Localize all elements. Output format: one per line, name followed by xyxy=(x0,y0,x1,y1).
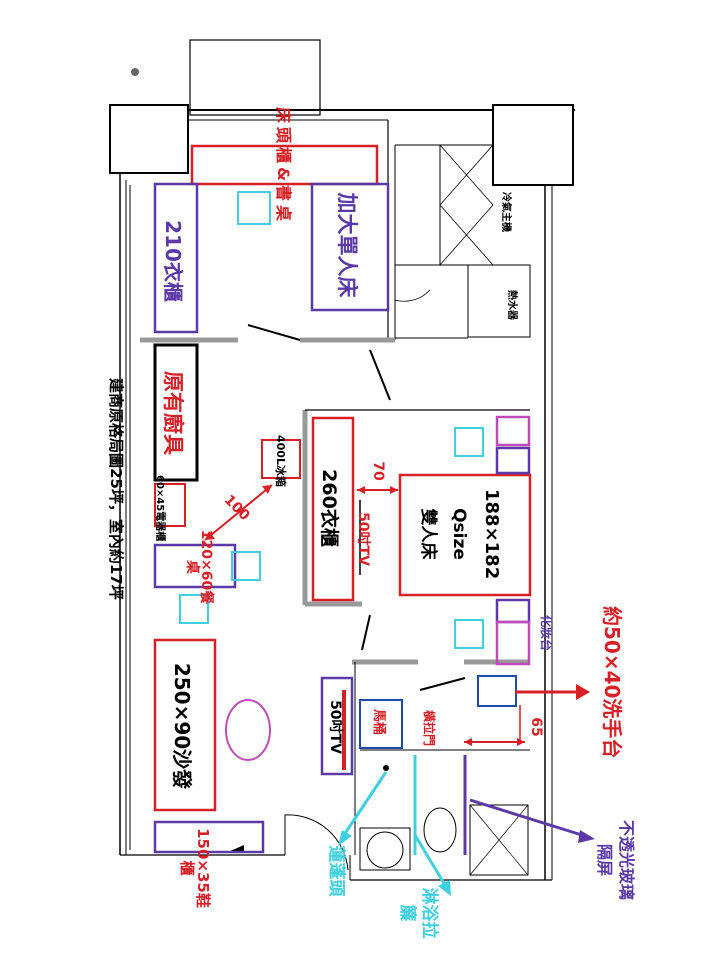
wardrobe-260-label: 260衣櫃 xyxy=(318,469,340,547)
toilet-bowl xyxy=(423,807,457,853)
kitchen-box xyxy=(153,343,199,482)
toilet-label: 馬桶 xyxy=(371,708,386,735)
basin-box xyxy=(477,675,517,707)
queen-bed-name-label: 雙人床 xyxy=(418,508,438,560)
shower-curtain-label: 淋浴拉簾 xyxy=(397,887,439,939)
tv-top-label: 50吋TV xyxy=(355,512,371,566)
fridge-label: 400L冰箱 xyxy=(274,435,287,487)
sofa-label: 250×90沙發 xyxy=(170,662,194,790)
shower-drain xyxy=(366,831,404,869)
wardrobe-210-label: 210衣櫃 xyxy=(161,220,185,302)
headboard-label: 床頭櫃&書桌 xyxy=(274,107,293,225)
extra-bed-label: 加大單人床 xyxy=(335,192,359,298)
balcony xyxy=(189,39,321,116)
ac-label: 冷氣主機 xyxy=(500,192,511,232)
appliance-label: 60×45電器櫃 xyxy=(154,475,165,542)
sliding-door-label: 橫拉門 xyxy=(422,709,436,746)
shoe-label: 150×35鞋櫃 xyxy=(178,828,212,908)
sink-right xyxy=(469,804,529,876)
appliance-box xyxy=(154,483,186,527)
glass-label: 不透光玻璃隔屏 xyxy=(595,819,636,900)
extra-bed-box xyxy=(310,182,390,312)
water-heater-label: 熱水器 xyxy=(506,290,517,320)
bedside-square-top xyxy=(237,191,271,225)
wardrobe-260-box xyxy=(311,416,355,602)
water-heater-box xyxy=(467,264,531,338)
vanity-box xyxy=(495,620,531,666)
coffee-table xyxy=(225,699,271,761)
tv-bottom-box xyxy=(320,676,354,776)
kitchen-label: 原有廚具 xyxy=(161,371,185,455)
wardrobe-210-box xyxy=(153,182,199,334)
dining-table-box xyxy=(153,543,237,589)
dining-label: 120×60餐桌 xyxy=(184,529,214,605)
dim-65-label: 65 xyxy=(528,717,544,737)
caption: 建商原格局圖25坪，室內約17坪 xyxy=(107,378,125,600)
queen-bed-box xyxy=(398,473,532,597)
toilet-box xyxy=(359,699,403,749)
shower-head-label: 蓮蓬頭 xyxy=(326,845,346,897)
dot-mark xyxy=(131,68,139,76)
sofa-box xyxy=(153,638,217,812)
tv-bottom-label: 50吋TV xyxy=(327,700,343,754)
headboard-box xyxy=(190,144,379,186)
shoe-cabinet-box xyxy=(153,820,265,854)
shower-tray xyxy=(359,827,411,871)
queen-bed-type-label: Qsize xyxy=(449,508,469,560)
queen-bed-size-label: 188×182 xyxy=(481,489,502,580)
basin-label: 約50×40洗手台 xyxy=(600,606,624,759)
column-top-right xyxy=(492,104,574,186)
fridge-box xyxy=(261,439,301,479)
dim-70-label: 70 xyxy=(370,461,386,481)
vanity-label: 化妝台 xyxy=(539,614,553,651)
column-top-left xyxy=(109,104,189,174)
